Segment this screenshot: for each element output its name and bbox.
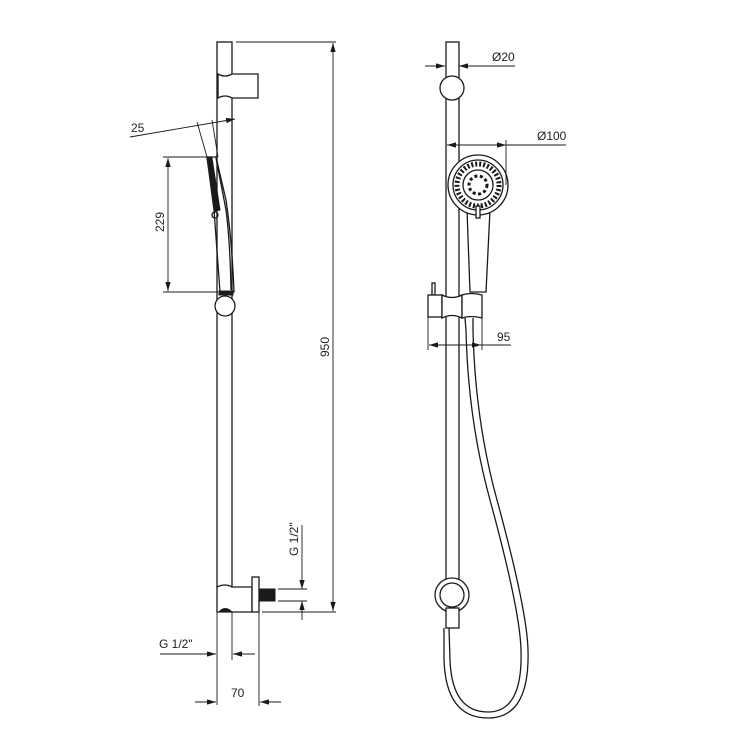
side-view: 25 229 950 G 1/2" xyxy=(129,41,336,706)
dim-label-95: 95 xyxy=(497,330,511,344)
hand-shower-front xyxy=(447,154,509,293)
inlet-nipple xyxy=(258,588,276,602)
dim-label-outlet-thread: G 1/2" xyxy=(159,637,193,651)
dim-label-25: 25 xyxy=(131,121,145,135)
dim-label-950: 950 xyxy=(318,337,332,357)
outlet xyxy=(217,608,234,613)
wall-elbow xyxy=(216,576,276,613)
slide-rail-front xyxy=(445,41,460,601)
dim-label-o20: Ø20 xyxy=(492,50,515,64)
dim-projection: 70 xyxy=(195,612,281,706)
hose-outer xyxy=(448,317,522,713)
slider-ball xyxy=(214,295,236,317)
top-bracket-front xyxy=(439,75,465,101)
dim-total-height: 950 xyxy=(236,41,336,613)
dim-head-diameter: Ø100 xyxy=(447,129,567,185)
top-bracket xyxy=(217,72,259,100)
dim-label-229: 229 xyxy=(153,212,167,232)
wall-outlet-front xyxy=(434,577,470,629)
dim-rail-diameter: Ø20 xyxy=(425,50,515,69)
hand-shower-side xyxy=(206,156,236,317)
hose-inner xyxy=(443,318,529,719)
dim-label-70: 70 xyxy=(231,686,245,700)
dim-holder-projection: 95 xyxy=(427,317,511,350)
dim-head-angle: 25 xyxy=(129,117,236,158)
dim-outlet-thread: G 1/2" xyxy=(159,612,255,705)
dim-head-length: 229 xyxy=(153,156,218,293)
dim-label-o100: Ø100 xyxy=(537,129,567,143)
dim-inlet-thread: G 1/2" xyxy=(278,522,307,620)
dim-label-inlet-thread: G 1/2" xyxy=(287,522,301,556)
front-view: Ø20 Ø100 95 xyxy=(425,41,567,719)
